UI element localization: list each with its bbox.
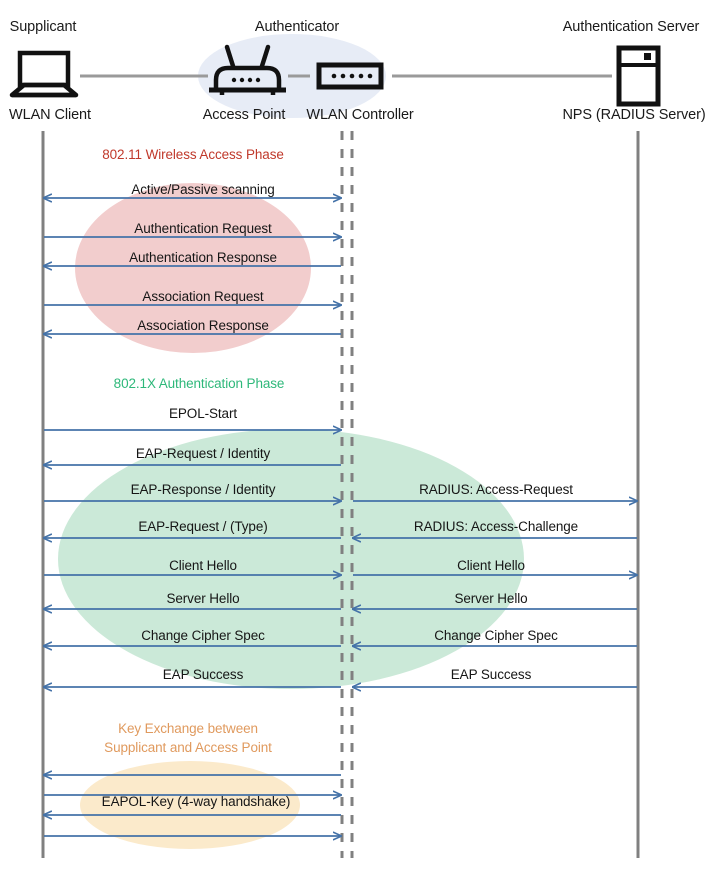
msg-label-eap-success-right: EAP Success (450, 667, 532, 682)
server-icon (616, 45, 661, 107)
msg-label-eap-request-type: EAP-Request / (Type) (138, 519, 268, 534)
msg-label-authentication-response: Authentication Response (129, 250, 277, 265)
msg-label-association-response: Association Response (137, 318, 269, 333)
msg-label-eap-response-identity: EAP-Response / Identity (130, 482, 276, 497)
wlan-controller-icon (316, 62, 384, 90)
msg-label-server-hello-left: Server Hello (166, 591, 240, 606)
msg-label-epol-start: EPOL-Start (168, 406, 238, 421)
msg-label-change-cipher-spec-right: Change Cipher Spec (434, 628, 558, 643)
node-role-authenticator: Authenticator (254, 19, 340, 35)
phase-label-8021x: 802.1X Authentication Phase (113, 376, 285, 391)
msg-label-eapol-key-handshake: EAPOL-Key (4-way handshake) (101, 794, 291, 809)
msg-label-eap-success-left: EAP Success (162, 667, 244, 682)
msg-label-radius-access-request: RADIUS: Access-Request (419, 482, 573, 497)
phase-label-80211: 802.11 Wireless Access Phase (102, 147, 284, 162)
node-name-wlan-client: WLAN Client (9, 107, 91, 123)
node-role-supplicant: Supplicant (9, 19, 77, 35)
phase-80211-ellipse (75, 183, 311, 353)
phase-label-key-exchange-line2: Supplicant and Access Point (104, 740, 272, 755)
node-role-authentication-server: Authentication Server (562, 19, 700, 35)
msg-label-eap-request-identity: EAP-Request / Identity (135, 446, 271, 461)
msg-label-change-cipher-spec-left: Change Cipher Spec (141, 628, 265, 643)
node-name-access-point: Access Point (202, 107, 286, 123)
phase-label-key-exchange-line1: Key Exchange between (118, 721, 258, 736)
node-name-wlan-controller: WLAN Controller (306, 107, 414, 123)
access-point-icon (209, 44, 286, 95)
msg-label-client-hello-right: Client Hello (457, 558, 525, 573)
phase-8021x-ellipse (58, 429, 524, 689)
msg-label-active-passive-scanning: Active/Passive scanning (131, 182, 275, 197)
msg-label-server-hello-right: Server Hello (454, 591, 528, 606)
laptop-icon (9, 50, 79, 98)
phase-key-exchange-ellipse (80, 761, 300, 849)
message-arrows-right (353, 501, 637, 687)
msg-label-association-request: Association Request (142, 289, 264, 304)
node-name-nps-radius-server: NPS (RADIUS Server) (562, 107, 706, 123)
msg-label-radius-access-challenge: RADIUS: Access-Challenge (413, 519, 579, 534)
message-arrows-left (44, 198, 341, 836)
msg-label-client-hello-left: Client Hello (169, 558, 237, 573)
msg-label-authentication-request: Authentication Request (134, 221, 272, 236)
